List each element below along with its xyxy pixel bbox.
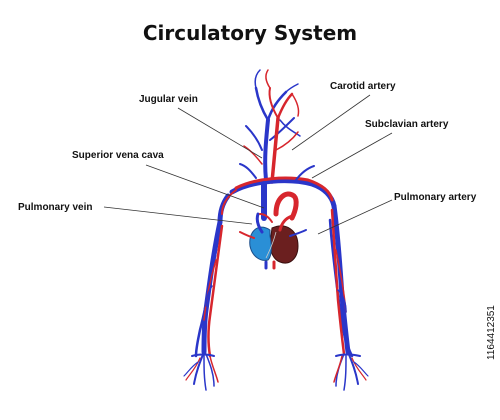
label-jugular-vein: Jugular vein: [139, 94, 198, 105]
aortic-arch: [273, 191, 299, 221]
label-subclavian-artery-group: Subclavian artery: [311, 119, 449, 179]
right-arm-vessels: [328, 203, 369, 391]
subclavian-vessels: [217, 163, 337, 225]
label-carotid-artery-group: Carotid artery: [291, 81, 396, 151]
heart: [239, 212, 307, 264]
heart-right-side: [249, 226, 272, 261]
label-superior-vena-cava: Superior vena cava: [72, 150, 164, 161]
diagram-title: Circulatory System: [143, 21, 357, 45]
leader-pulmonary-vein: [103, 206, 253, 225]
label-pulmonary-vein: Pulmonary vein: [18, 202, 92, 213]
leader-subclavian-artery: [311, 132, 393, 179]
watermark-id: 1164412351: [486, 305, 497, 360]
left-arm-vessels: [183, 219, 224, 391]
label-jugular-vein-group: Jugular vein: [139, 94, 263, 159]
label-pulmonary-artery-group: Pulmonary artery: [317, 192, 477, 235]
leader-carotid-artery: [291, 94, 371, 151]
leader-superior-vena-cava: [145, 164, 265, 209]
label-carotid-artery: Carotid artery: [330, 81, 396, 92]
leader-jugular-vein: [177, 107, 263, 159]
label-subclavian-artery: Subclavian artery: [365, 119, 449, 130]
leader-pulmonary-artery: [317, 199, 393, 235]
label-pulmonary-artery: Pulmonary artery: [394, 192, 477, 203]
label-pulmonary-vein-group: Pulmonary vein: [18, 202, 253, 225]
heart-left-side: [269, 225, 299, 264]
neck-vessels: [243, 69, 301, 184]
label-superior-vena-cava-group: Superior vena cava: [72, 150, 265, 209]
